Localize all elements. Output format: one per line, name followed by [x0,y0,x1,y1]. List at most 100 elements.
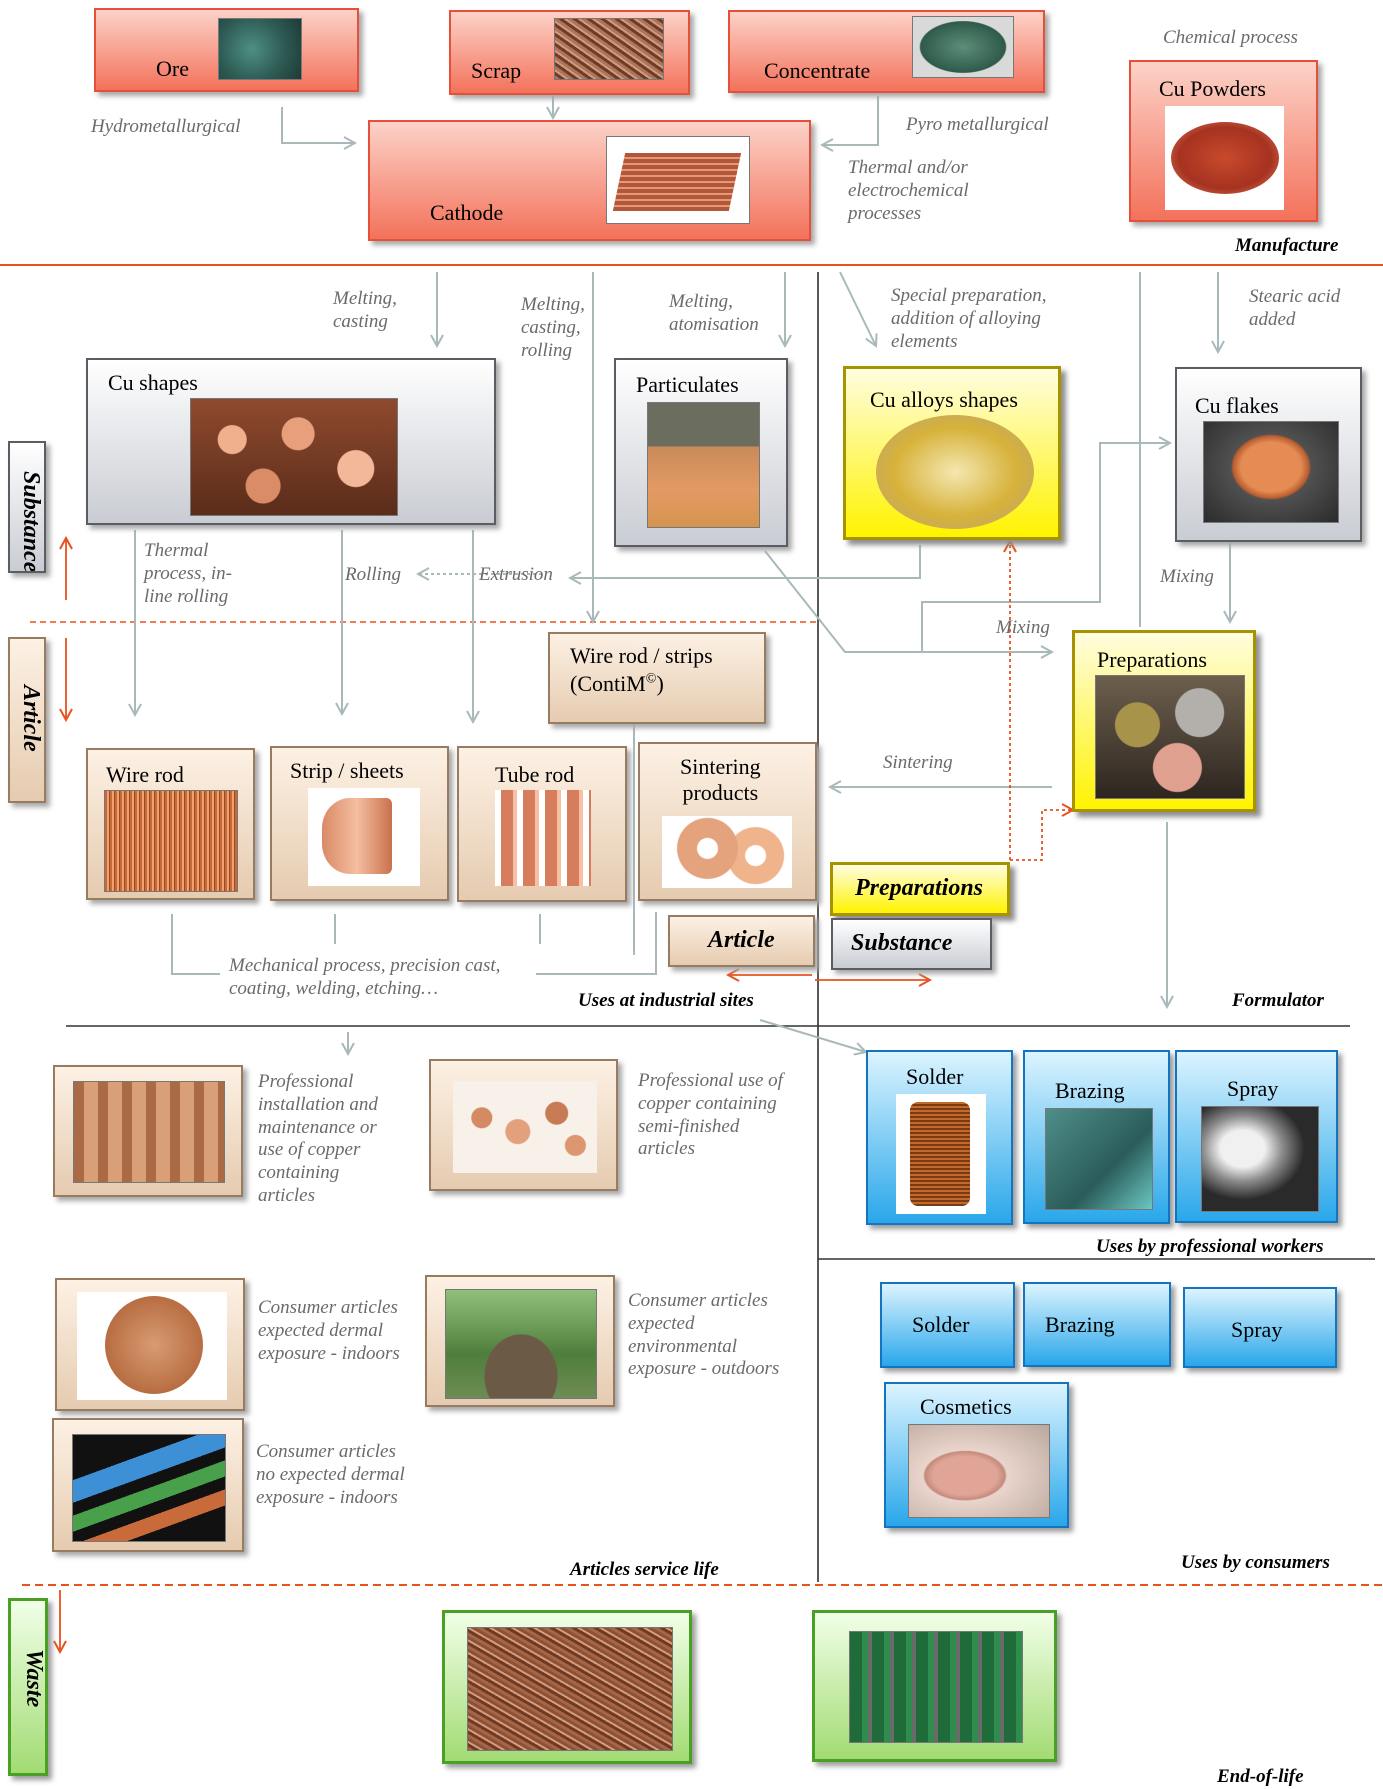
cu-alloys-shapes-label: Cu alloys shapes [870,387,1018,412]
cu-powders-image [1165,106,1284,210]
professional-solder-box: Solder [866,1050,1013,1225]
cu-shapes-box: Cu shapes [86,358,496,525]
extrusion-label: Extrusion [479,564,553,585]
consumer-dermal-indoors-label: Consumer articles expected dermal exposu… [258,1297,400,1364]
wire-rod-strips-label: Wire rod / strips (ContiM©) [570,643,713,696]
cu-alloys-shapes-image [876,415,1034,529]
professional-use-label: Professional use of copper containing se… [638,1070,783,1160]
cu-powders-label: Cu Powders [1159,76,1266,101]
professional-section-label: Uses by professional workers [1096,1236,1324,1257]
mixing-label-2: Mixing [996,617,1050,638]
consumer-brazing-box: Brazing [1023,1282,1171,1367]
legend-article: Article [668,915,815,967]
professional-solder-label: Solder [906,1064,964,1089]
cu-powders-box: Cu Powders [1129,60,1318,222]
cu-flakes-label: Cu flakes [1195,393,1279,418]
legend-preparations: Preparations [830,862,1010,916]
sintering-label: Sintering [883,752,953,773]
electronics-waste-box [812,1610,1057,1762]
consumer-cosmetics-label: Cosmetics [920,1394,1012,1419]
particulates-image [647,402,760,528]
cu-shapes-label: Cu shapes [108,370,198,395]
melting-casting-rolling-label: Melting, casting, rolling [521,294,585,361]
wire-rod-box: Wire rod [86,748,255,900]
stearic-acid-label: Stearic acid added [1249,286,1341,330]
tube-rod-image [495,790,591,886]
sintering-products-box: Sintering products [638,742,817,901]
cathode-box: Cathode [368,120,811,241]
professional-spray-box: Spray [1175,1050,1338,1223]
scrap-waste-image [467,1627,673,1751]
ore-image [218,18,302,80]
mixing-label-1: Mixing [1160,566,1214,587]
scrap-waste-box [442,1610,692,1764]
wire-rod-strips-box: Wire rod / strips (ContiM©) [548,632,766,724]
consumer-environmental-outdoors-label: Consumer articles expected environmental… [628,1290,780,1380]
mechanical-process-label: Mechanical process, precision cast, coat… [229,955,501,999]
tube-rod-box: Tube rod [457,746,627,902]
scrap-label: Scrap [471,58,522,83]
brazing-image [1045,1108,1153,1210]
end-of-life-section-label: End-of-life [1217,1766,1304,1787]
sintering-products-image [662,816,792,888]
scrap-image [554,18,664,80]
particulates-box: Particulates [614,358,788,547]
industrial-section-label: Uses at industrial sites [578,990,754,1011]
cables-image [72,1434,226,1542]
cathode-label: Cathode [430,200,504,225]
solder-image [896,1094,986,1214]
waste-tab: Waste [8,1598,48,1776]
consumer-solder-box: Solder [880,1282,1015,1368]
tube-rod-label: Tube rod [495,762,575,787]
cu-shapes-image [190,398,398,516]
consumer-no-dermal-label: Consumer articles no expected dermal exp… [256,1441,405,1508]
coin-image [77,1292,227,1400]
sintering-products-label: Sintering products [680,754,761,806]
roof-tiles-image-box [53,1065,243,1197]
hydrometallurgical-label: Hydrometallurgical [91,116,241,137]
sculpture-image [445,1289,597,1399]
strip-sheets-box: Strip / sheets [270,746,449,901]
preparations-label: Preparations [1097,647,1207,672]
cu-flakes-image [1203,421,1339,523]
consumer-cosmetics-box: Cosmetics [884,1382,1069,1528]
spray-image [1201,1106,1319,1212]
wire-rod-label: Wire rod [106,762,184,787]
article-tab: Article [8,637,46,803]
professional-installation-label: Professional installation and maintenanc… [258,1071,378,1206]
particulates-label: Particulates [636,372,739,397]
cu-flakes-box: Cu flakes [1175,367,1362,542]
ore-box: Ore [94,8,359,92]
fittings-image [453,1081,597,1173]
consumers-section-label: Uses by consumers [1181,1552,1330,1573]
thermal-electrochemical-label: Thermal and/or electrochemical processes [848,157,969,224]
thermal-process-label: Thermal process, in- line rolling [144,540,232,607]
coin-image-box [55,1278,245,1411]
pyro-metallurgical-label: Pyro metallurgical [906,114,1049,135]
consumer-solder-label: Solder [912,1312,970,1337]
roof-tiles-image [73,1081,225,1183]
scrap-box: Scrap [449,10,690,95]
cables-image-box [52,1418,244,1552]
professional-brazing-label: Brazing [1055,1078,1125,1103]
electronics-waste-image [849,1631,1023,1743]
formulator-section-label: Formulator [1232,990,1324,1011]
fittings-image-box [429,1059,618,1191]
sculpture-image-box [425,1275,615,1407]
substance-tab: Substance [8,441,46,573]
melting-atomisation-label: Melting, atomisation [669,291,759,335]
preparations-box: Preparations [1072,630,1256,812]
chemical-process-label: Chemical process [1163,27,1298,48]
concentrate-image [912,16,1014,78]
concentrate-box: Concentrate [728,10,1045,93]
rolling-label: Rolling [345,564,401,585]
cosmetics-image [908,1424,1050,1518]
ore-label: Ore [156,56,189,81]
consumer-brazing-label: Brazing [1045,1312,1115,1337]
special-preparation-label: Special preparation, addition of alloyin… [891,285,1047,352]
concentrate-label: Concentrate [764,58,871,83]
professional-spray-label: Spray [1227,1076,1279,1101]
legend-substance: Substance [831,918,992,970]
preparations-image [1095,675,1245,799]
